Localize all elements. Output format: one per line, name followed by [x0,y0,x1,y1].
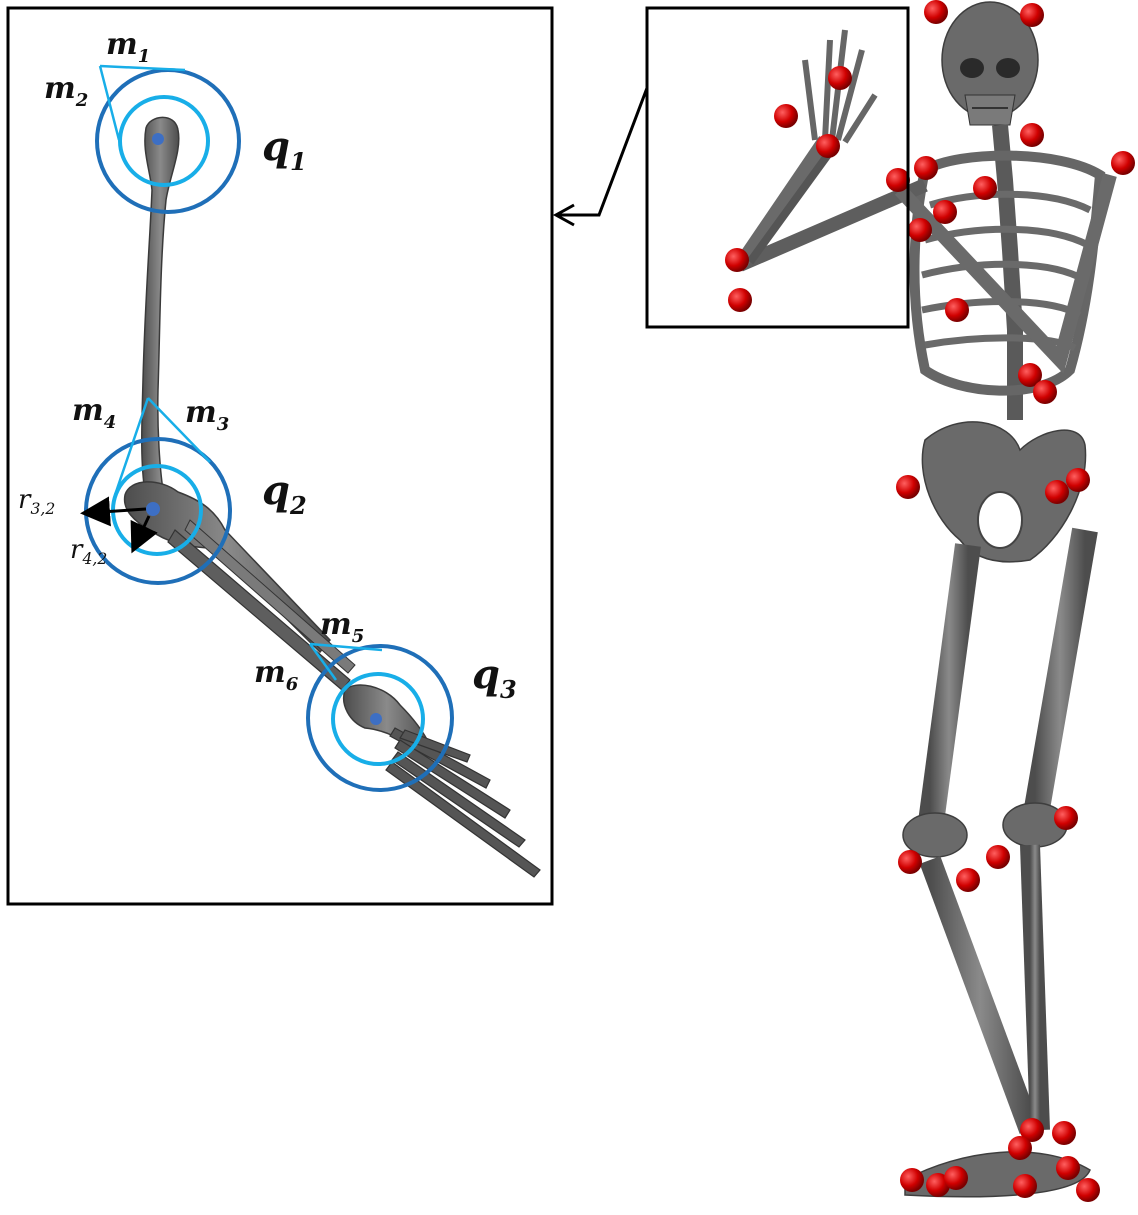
joint-q3-center [370,713,382,725]
arm-detail-panel: m1 m2 q1 m4 m3 q2 r3,2 r4,2 m5 m6 q3 [8,8,552,904]
skeleton-model [647,0,1135,1202]
joint-q2-center [146,502,160,516]
zoom-connector [556,88,647,225]
spine [1000,125,1015,420]
zoom-inset-frame [647,8,908,327]
joint-q1-center [152,133,164,145]
